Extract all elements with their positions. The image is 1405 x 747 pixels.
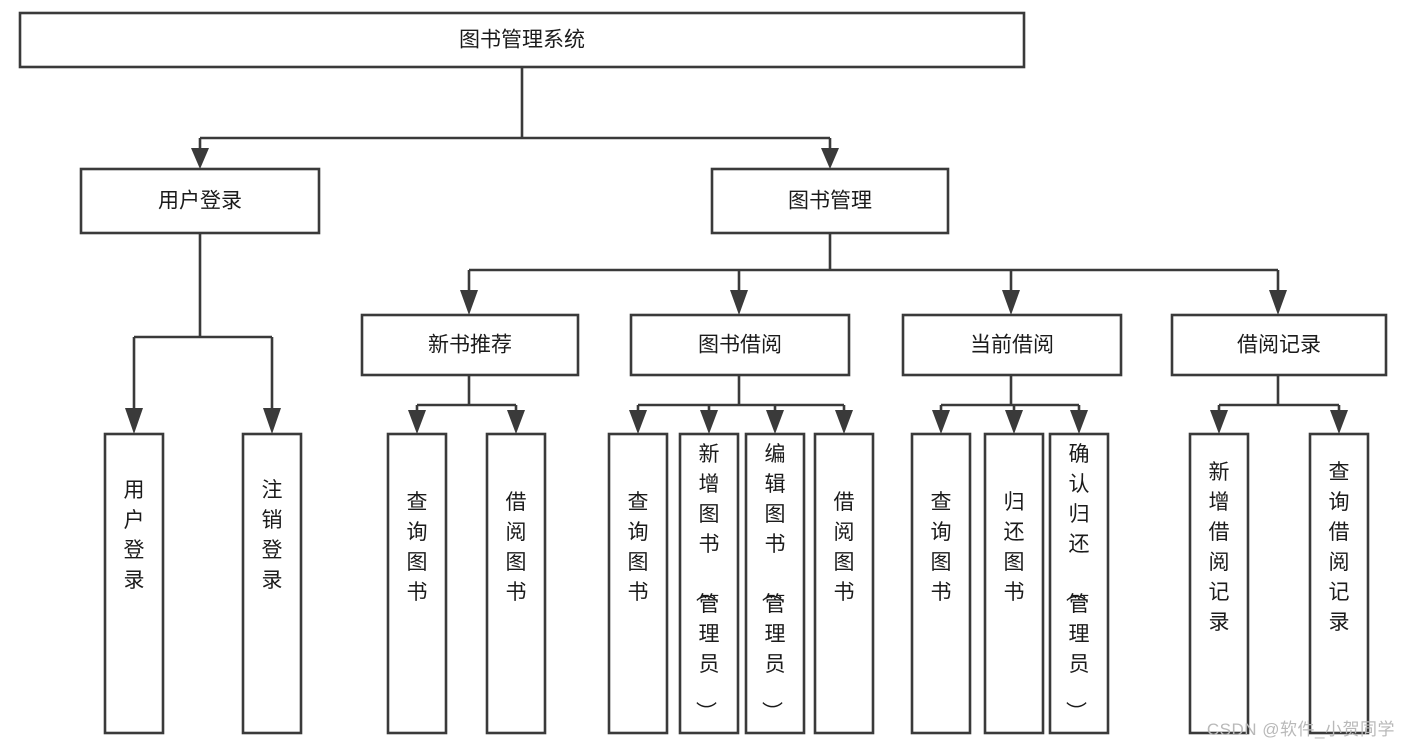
node-leaf-return-book-label: 归还图书 bbox=[1004, 491, 1025, 604]
arrow-head-borrow-record bbox=[1269, 290, 1287, 315]
arrow-head-bb-leaf-1 bbox=[629, 410, 647, 434]
node-leaf-return-book[interactable]: 归还图书 bbox=[983, 432, 1045, 735]
arrow-head-new-book-rec bbox=[460, 290, 478, 315]
node-leaf-query-book-1-label: 查询图书 bbox=[407, 491, 428, 604]
node-root-system[interactable]: 图书管理系统 bbox=[18, 11, 1026, 69]
node-leaf-edit-book-admin[interactable]: 编辑图书（管理员） bbox=[744, 432, 806, 735]
node-leaf-add-book-admin[interactable]: 新增图书（管理员） bbox=[678, 432, 740, 735]
node-leaf-return-book-box[interactable] bbox=[983, 432, 1045, 735]
node-book-management-box[interactable] bbox=[710, 167, 950, 235]
arrow-head-cb-leaf-3 bbox=[1070, 410, 1088, 434]
node-borrow-record-box[interactable] bbox=[1170, 313, 1388, 377]
node-user-login-box[interactable] bbox=[79, 167, 321, 235]
node-leaf-query-book-1[interactable]: 查询图书 bbox=[386, 432, 448, 735]
arrow-head-current-borrow bbox=[1002, 290, 1020, 315]
node-user-login-label: 用户登录 bbox=[158, 190, 242, 213]
node-leaf-query-borrow-record[interactable]: 查询借阅记录 bbox=[1308, 432, 1370, 735]
node-leaf-add-book-admin-box[interactable] bbox=[678, 432, 740, 735]
node-leaf-query-book-3-box[interactable] bbox=[910, 432, 972, 735]
node-leaf-borrow-book-2[interactable]: 借阅图书 bbox=[813, 432, 875, 735]
arrow-head-book-borrow bbox=[730, 290, 748, 315]
arrow-head-bb-leaf-2 bbox=[700, 410, 718, 434]
arrow-head-cb-leaf-1 bbox=[932, 410, 950, 434]
node-leaf-borrow-book-1-box[interactable] bbox=[485, 432, 547, 735]
node-leaf-query-book-3[interactable]: 查询图书 bbox=[910, 432, 972, 735]
node-leaf-confirm-return-admin-box[interactable] bbox=[1048, 432, 1110, 735]
node-new-book-recommend[interactable]: 新书推荐 bbox=[360, 313, 580, 377]
node-leaf-query-book-1-box[interactable] bbox=[386, 432, 448, 735]
node-leaf-confirm-return-admin-label: 确认归还（管理员） bbox=[1064, 443, 1090, 722]
node-leaf-borrow-book-1-label: 借阅图书 bbox=[506, 491, 527, 604]
arrow-head-user-login bbox=[191, 148, 209, 169]
node-leaf-add-borrow-record-box[interactable] bbox=[1188, 432, 1250, 735]
node-borrow-record-label: 借阅记录 bbox=[1237, 334, 1321, 357]
node-leaf-edit-book-admin-box[interactable] bbox=[744, 432, 806, 735]
arrow-head-leaf-logout bbox=[263, 408, 281, 434]
node-book-management-label: 图书管理 bbox=[788, 190, 872, 213]
node-new-book-recommend-label: 新书推荐 bbox=[428, 334, 512, 357]
node-leaf-query-book-2[interactable]: 查询图书 bbox=[607, 432, 669, 735]
node-leaf-edit-book-admin-label: 编辑图书（管理员） bbox=[760, 443, 786, 722]
arrow-head-bb-leaf-4 bbox=[835, 410, 853, 434]
connector-layer bbox=[125, 67, 1348, 434]
node-book-borrow[interactable]: 图书借阅 bbox=[629, 313, 851, 377]
node-current-borrow-box[interactable] bbox=[901, 313, 1123, 377]
node-leaf-add-borrow-record[interactable]: 新增借阅记录 bbox=[1188, 432, 1250, 735]
arrow-head-leaf-user-login bbox=[125, 408, 143, 434]
node-leaf-query-book-3-label: 查询图书 bbox=[931, 491, 952, 604]
node-leaf-borrow-book-2-box[interactable] bbox=[813, 432, 875, 735]
arrow-head-br-leaf-1 bbox=[1210, 410, 1228, 434]
node-leaf-user-login-box[interactable] bbox=[103, 432, 165, 735]
node-leaf-user-login[interactable]: 用户登录 bbox=[103, 432, 165, 735]
node-leaf-user-login-label: 用户登录 bbox=[124, 479, 145, 592]
node-leaf-borrow-book-2-label: 借阅图书 bbox=[834, 491, 855, 604]
node-book-borrow-box[interactable] bbox=[629, 313, 851, 377]
node-borrow-record[interactable]: 借阅记录 bbox=[1170, 313, 1388, 377]
node-new-book-recommend-box[interactable] bbox=[360, 313, 580, 377]
node-book-borrow-label: 图书借阅 bbox=[698, 334, 782, 357]
node-leaf-logout-label: 注销登录 bbox=[262, 479, 283, 592]
node-leaf-logout-box[interactable] bbox=[241, 432, 303, 735]
arrow-head-bb-leaf-3 bbox=[766, 410, 784, 434]
arrow-head-nbr-leaf-2 bbox=[507, 410, 525, 434]
node-leaf-query-book-2-box[interactable] bbox=[607, 432, 669, 735]
node-leaf-query-book-2-label: 查询图书 bbox=[628, 491, 649, 604]
arrow-head-br-leaf-2 bbox=[1330, 410, 1348, 434]
node-root-system-box[interactable] bbox=[18, 11, 1026, 69]
node-leaf-query-borrow-record-label: 查询借阅记录 bbox=[1329, 461, 1350, 634]
arrow-head-cb-leaf-2 bbox=[1005, 410, 1023, 434]
node-current-borrow[interactable]: 当前借阅 bbox=[901, 313, 1123, 377]
node-user-login[interactable]: 用户登录 bbox=[79, 167, 321, 235]
node-leaf-logout[interactable]: 注销登录 bbox=[241, 432, 303, 735]
node-leaf-query-borrow-record-box[interactable] bbox=[1308, 432, 1370, 735]
arrow-head-book-mgmt bbox=[821, 148, 839, 169]
node-current-borrow-label: 当前借阅 bbox=[970, 334, 1054, 357]
arrow-head-nbr-leaf-1 bbox=[408, 410, 426, 434]
csdn-watermark: CSDN @软件_小贺同学 bbox=[1206, 720, 1395, 739]
node-book-management[interactable]: 图书管理 bbox=[710, 167, 950, 235]
node-leaf-confirm-return-admin[interactable]: 确认归还（管理员） bbox=[1048, 432, 1110, 735]
node-leaf-add-borrow-record-label: 新增借阅记录 bbox=[1209, 461, 1230, 634]
node-leaf-borrow-book-1[interactable]: 借阅图书 bbox=[485, 432, 547, 735]
node-leaf-add-book-admin-label: 新增图书（管理员） bbox=[694, 443, 720, 722]
node-root-system-label: 图书管理系统 bbox=[459, 29, 585, 52]
